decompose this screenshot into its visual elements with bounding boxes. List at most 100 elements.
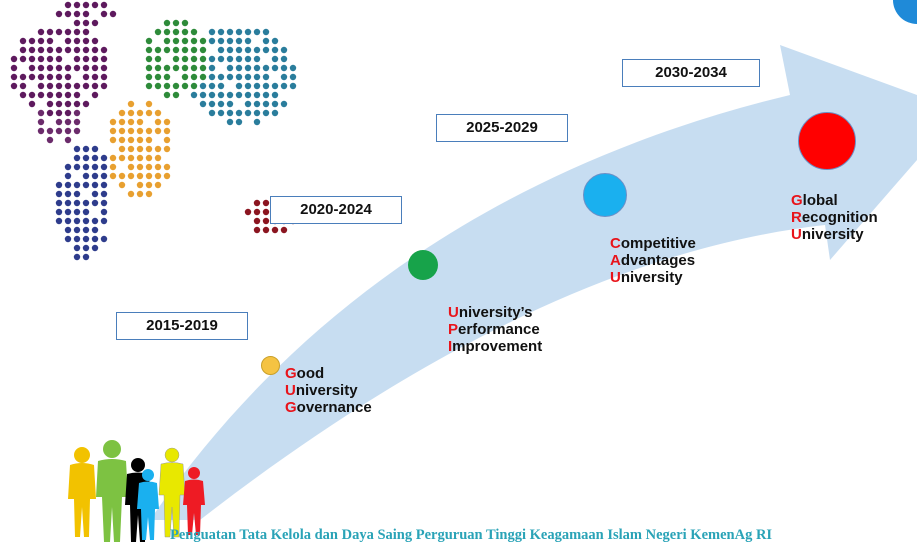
map-dot [280,82,288,90]
map-dot [145,46,153,54]
map-dot [37,73,45,81]
map-dot [181,46,189,54]
map-dot [82,181,90,189]
map-dot [100,46,108,54]
map-dot [217,100,225,108]
map-dot [10,64,18,72]
map-dot [163,73,171,81]
map-dot [46,46,54,54]
map-dot [55,100,63,108]
map-dot [28,100,36,108]
map-dot [91,73,99,81]
map-dot [199,55,207,63]
map-dot [235,109,243,117]
map-dot [82,244,90,252]
map-dot [64,91,72,99]
map-dot [19,73,27,81]
map-dot [91,19,99,27]
map-dot [73,55,81,63]
map-dot [46,82,54,90]
map-dot [91,91,99,99]
map-dot [118,109,126,117]
map-dot [82,19,90,27]
map-dot [199,100,207,108]
map-dot [64,199,72,207]
map-dot [91,82,99,90]
map-dot [19,82,27,90]
map-dot [163,136,171,144]
map-dot [64,181,72,189]
map-dot [55,217,63,225]
map-dot [19,55,27,63]
map-dot [82,10,90,18]
map-dot [91,172,99,180]
stage-line: Improvement [448,338,543,355]
map-dot [19,46,27,54]
map-dot [271,55,279,63]
map-dot [19,37,27,45]
map-dot [163,46,171,54]
map-dot [73,100,81,108]
map-dot [244,82,252,90]
person-figure [137,469,159,540]
map-dot [172,55,180,63]
map-dot [217,37,225,45]
map-dot [235,64,243,72]
stage-label-global-recognition-university: Global Recognition University [791,192,878,243]
map-dot [73,37,81,45]
stage-line: University’s [448,304,533,321]
map-dot [82,46,90,54]
map-dot [127,154,135,162]
map-dot [199,37,207,45]
map-dot [154,181,162,189]
map-dot [154,28,162,36]
map-dot [280,100,288,108]
map-dot [127,100,135,108]
map-dot [10,55,18,63]
map-dot [37,82,45,90]
map-dot [28,37,36,45]
map-dot [118,181,126,189]
map-dot [37,55,45,63]
map-dot [271,37,279,45]
map-dot [91,46,99,54]
map-dot [190,64,198,72]
map-dot [82,55,90,63]
map-dot [73,109,81,117]
map-dot [55,118,63,126]
map-dot [154,118,162,126]
map-dot [235,37,243,45]
map-dot [118,145,126,153]
map-dot [145,154,153,162]
map-dot [64,100,72,108]
map-dot [46,73,54,81]
map-dot [64,208,72,216]
map-dot [172,82,180,90]
map-dot [253,100,261,108]
map-dot [190,28,198,36]
map-dot [100,235,108,243]
map-dot [28,73,36,81]
map-dot [82,145,90,153]
map-dot [100,55,108,63]
map-dot [82,226,90,234]
map-dot [55,91,63,99]
map-dot [226,91,234,99]
map-dot [136,154,144,162]
map-dot [91,154,99,162]
map-dot [163,64,171,72]
map-dot [271,64,279,72]
map-dot [280,46,288,54]
map-dot [37,127,45,135]
map-dot [118,172,126,180]
map-dot [253,73,261,81]
map-dot [253,109,261,117]
map-dot [64,217,72,225]
map-dot [145,136,153,144]
map-dot [109,154,117,162]
map-dot [73,127,81,135]
map-dot [244,100,252,108]
map-dot [73,91,81,99]
map-dot [109,127,117,135]
